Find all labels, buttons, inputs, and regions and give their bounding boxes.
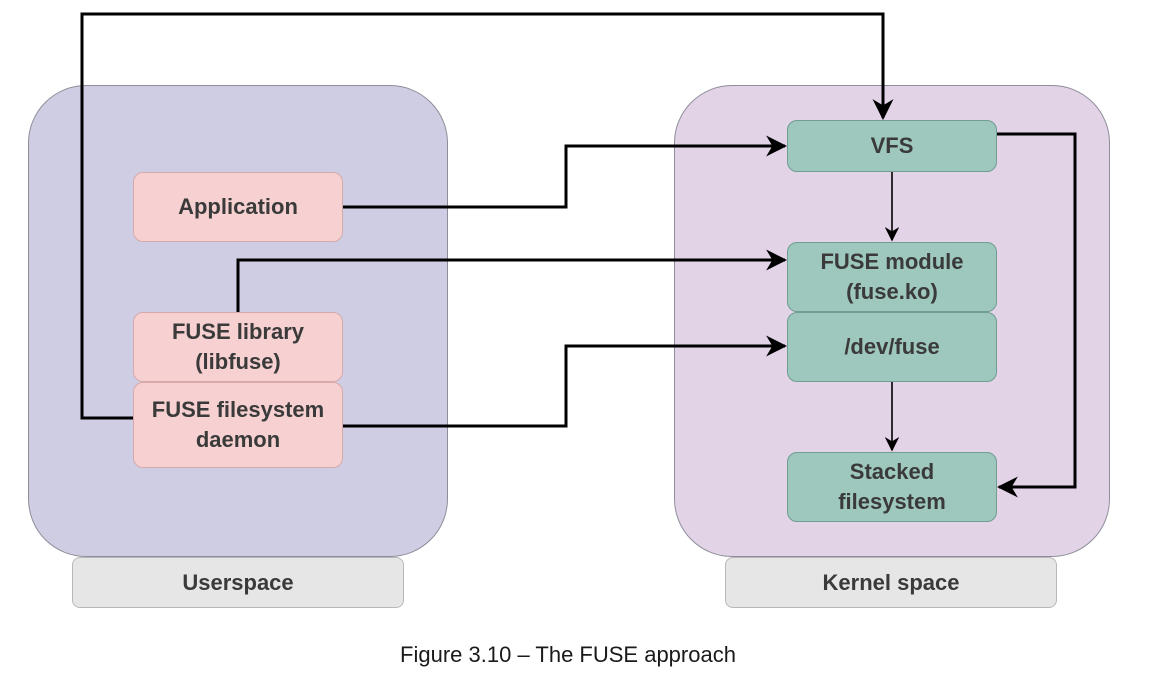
vfs-node: VFS — [787, 120, 997, 172]
dev-fuse-node: /dev/fuse — [787, 312, 997, 382]
stacked-filesystem-node: Stacked filesystem — [787, 452, 997, 522]
edge-application-to-vfs — [343, 135, 788, 209]
application-node: Application — [133, 172, 343, 242]
edge-vfs-to-stacked-fs — [996, 132, 1077, 498]
fuse-module-node: FUSE module (fuse.ko) — [787, 242, 997, 312]
edge-library-to-fuse-module — [236, 249, 788, 312]
userspace-label: Userspace — [72, 557, 404, 608]
fuse-filesystem-daemon-node: FUSE filesystem daemon — [133, 382, 343, 468]
fuse-library-node: FUSE library (libfuse) — [133, 312, 343, 382]
figure-caption: Figure 3.10 – The FUSE approach — [400, 642, 736, 667]
kernel-space-label: Kernel space — [725, 557, 1057, 608]
edge-daemon-to-vfs — [80, 12, 894, 420]
edge-daemon-to-dev-fuse — [343, 335, 788, 428]
